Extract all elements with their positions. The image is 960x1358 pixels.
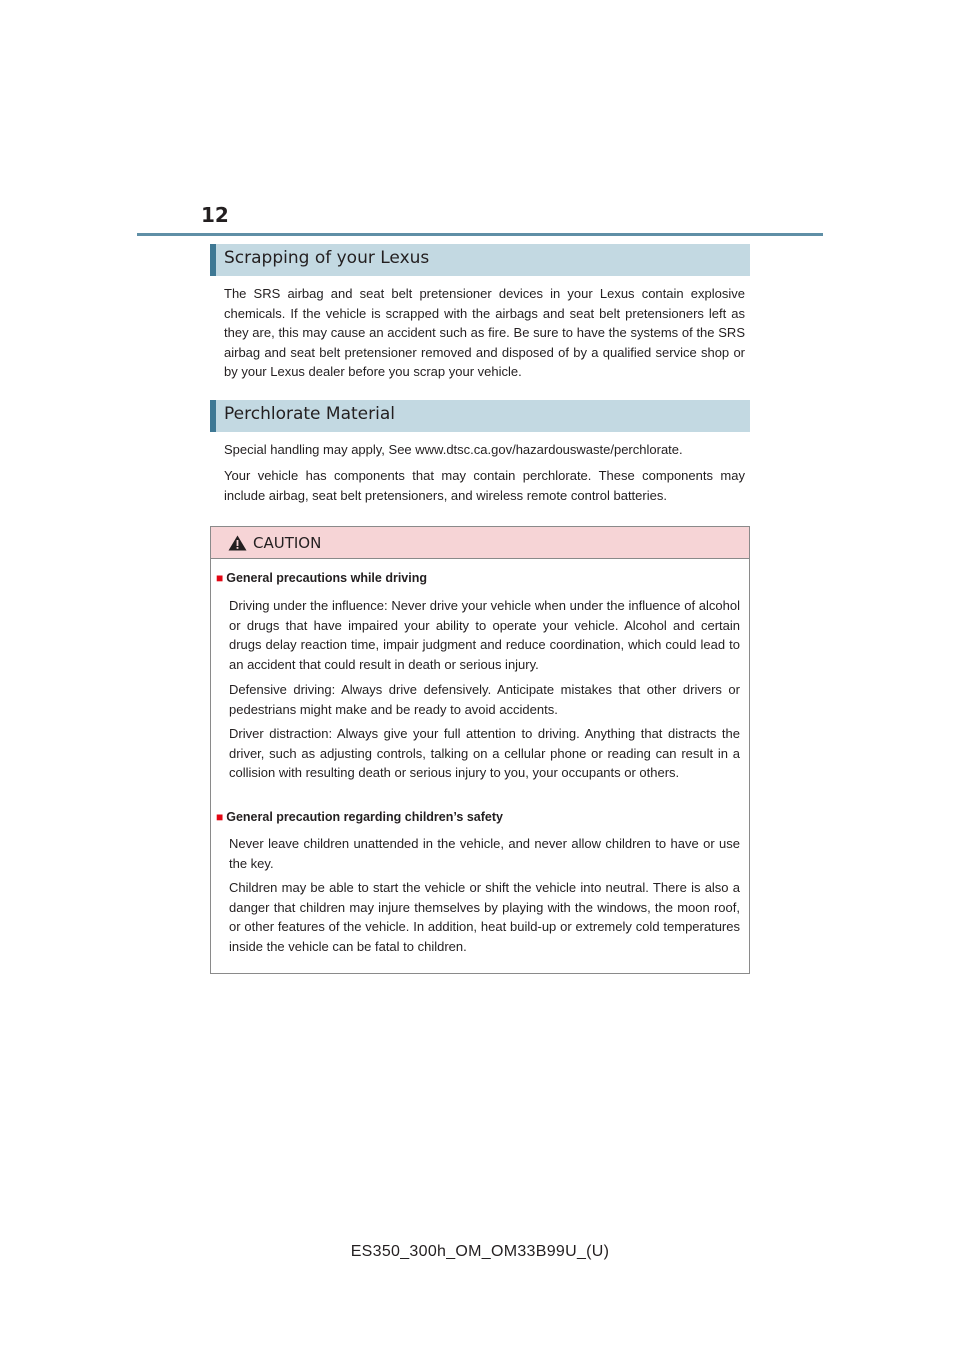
- caution-heading: ■General precautions while driving: [216, 569, 427, 589]
- top-rule: [137, 233, 823, 236]
- caution-heading-text: General precaution regarding children’s …: [226, 810, 503, 824]
- caution-paragraph: Defensive driving: Always drive defensiv…: [229, 682, 740, 717]
- caution-heading-text: General precautions while driving: [226, 571, 427, 585]
- caution-box: CAUTION ■General precautions while drivi…: [210, 526, 750, 974]
- section-header-scrapping: Scrapping of your Lexus: [210, 244, 750, 276]
- caution-paragraph: Never leave children unattended in the v…: [229, 836, 740, 871]
- section-paragraph: Special handling may apply, See www.dtsc…: [224, 442, 683, 457]
- caution-paragraph: Driving under the influence: Never drive…: [229, 598, 740, 672]
- caution-header: CAUTION: [211, 527, 749, 559]
- section-header-perchlorate: Perchlorate Material: [210, 400, 750, 432]
- caution-paragraph: Children may be able to start the vehicl…: [229, 880, 740, 954]
- warning-triangle-icon: [228, 535, 247, 556]
- caution-heading: ■General precaution regarding children’s…: [216, 808, 503, 828]
- caution-paragraph: Driver distraction: Always give your ful…: [229, 726, 740, 781]
- square-bullet-icon: ■: [216, 571, 224, 585]
- square-bullet-icon: ■: [216, 810, 224, 824]
- section-title: Perchlorate Material: [224, 404, 395, 424]
- footer-document-code: ES350_300h_OM_OM33B99U_(U): [350, 1243, 610, 1260]
- caution-title: CAUTION: [253, 534, 322, 552]
- page-number: 12: [201, 203, 229, 227]
- section-title: Scrapping of your Lexus: [224, 248, 430, 268]
- section-paragraph: The SRS airbag and seat belt pretensione…: [224, 286, 745, 380]
- section-paragraph: Your vehicle has components that may con…: [224, 468, 745, 503]
